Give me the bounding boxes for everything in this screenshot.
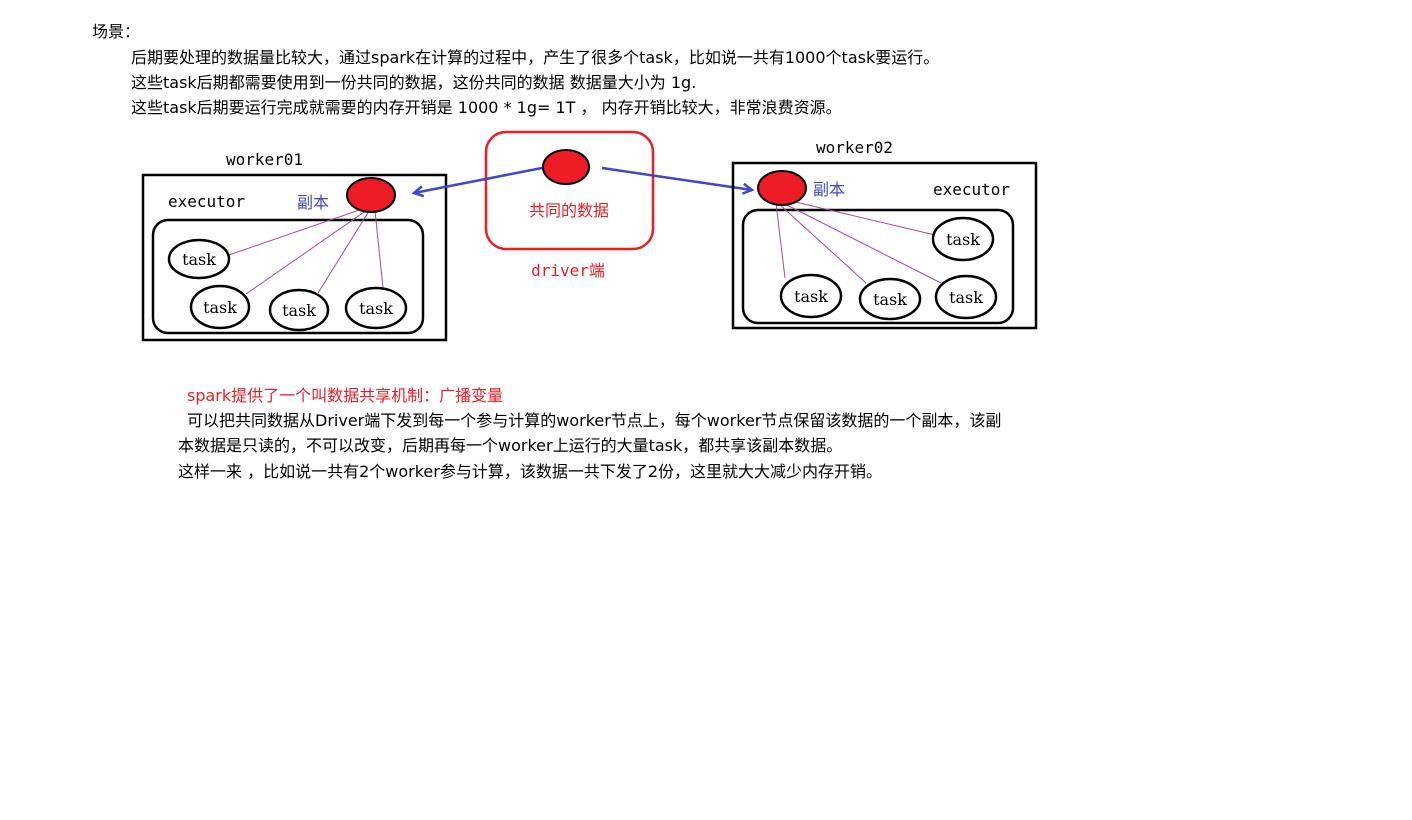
worker02-link-task-4 — [786, 199, 936, 236]
worker02-node: worker02 executor 副本 task task task task — [731, 138, 1038, 330]
broadcast-line-1: 可以把共同数据从Driver端下发到每一个参与计算的worker节点上，每个wo… — [187, 411, 1001, 430]
scene-heading: 场景： — [92, 22, 140, 41]
worker02-executor-box — [741, 208, 1015, 325]
shared-data-label: 共同的数据 — [529, 201, 609, 220]
worker01-task-3 — [268, 288, 330, 332]
worker02-box — [731, 161, 1038, 330]
worker02-task-2-label: task — [873, 290, 907, 309]
scene-line-2: 这些task后期都需要使用到一份共同的数据，这份共同的数据 数据量大小为 1g. — [131, 73, 696, 92]
driver-box — [484, 130, 655, 251]
worker01-link-task-4 — [374, 210, 384, 289]
worker01-replica-label: 副本 — [297, 193, 329, 212]
worker01-link-task-1 — [228, 207, 366, 256]
scene-line-3: 这些task后期要运行完成就需要的内存开销是 1000 * 1g= 1T ， 内… — [131, 98, 842, 117]
worker02-task-1 — [779, 273, 843, 319]
worker02-link-task-2 — [778, 203, 867, 284]
worker02-task-4-label: task — [946, 230, 980, 249]
worker02-replica-node — [757, 170, 807, 206]
broadcast-line-3: 这样一来 ，比如说一共有2个worker参与计算，该数据一共下发了2份，这里就大… — [178, 462, 882, 481]
worker01-label: worker01 — [226, 150, 303, 169]
worker02-replica-label: 副本 — [813, 180, 845, 199]
worker02-task-3-label: task — [949, 288, 983, 307]
scene-line-1: 后期要处理的数据量比较大，通过spark在计算的过程中，产生了很多个task，比… — [131, 48, 939, 67]
worker01-task-3-label: task — [282, 301, 316, 320]
worker02-executor-label: executor — [933, 180, 1010, 199]
broadcast-title: spark提供了一个叫数据共享机制：广播变量 — [187, 386, 503, 405]
worker02-task-2 — [858, 277, 922, 321]
worker01-task-1-label: task — [182, 250, 216, 269]
worker02-label: worker02 — [816, 138, 893, 157]
arrow-to-worker02 — [601, 166, 752, 190]
worker01-executor-box — [151, 218, 425, 335]
worker01-task-2 — [189, 284, 251, 330]
worker02-task-1-label: task — [794, 287, 828, 306]
broadcast-line-2: 本数据是只读的，不可以改变，后期再每一个worker上运行的大量task，都共享… — [178, 436, 842, 455]
worker01-box — [141, 173, 448, 342]
worker01-executor-label: executor — [168, 192, 245, 211]
worker02-link-task-3 — [782, 202, 942, 284]
worker01-task-4-label: task — [359, 299, 393, 318]
worker01-task-2-label: task — [203, 298, 237, 317]
worker02-task-4 — [931, 216, 995, 262]
worker01-task-4 — [344, 286, 408, 330]
worker01-replica-node — [346, 177, 396, 213]
arrow-to-worker01 — [414, 166, 543, 193]
worker01-task-1 — [167, 238, 231, 280]
driver-label: driver端 — [531, 261, 605, 280]
driver-node: 共同的数据 driver端 — [484, 130, 655, 280]
worker02-link-task-1 — [775, 202, 786, 279]
worker01-link-task-2 — [245, 209, 368, 295]
shared-data-node — [542, 149, 590, 185]
worker01-node: worker01 executor 副本 task task task task — [141, 150, 448, 342]
worker01-link-task-3 — [317, 210, 370, 294]
worker02-task-3 — [934, 274, 998, 320]
